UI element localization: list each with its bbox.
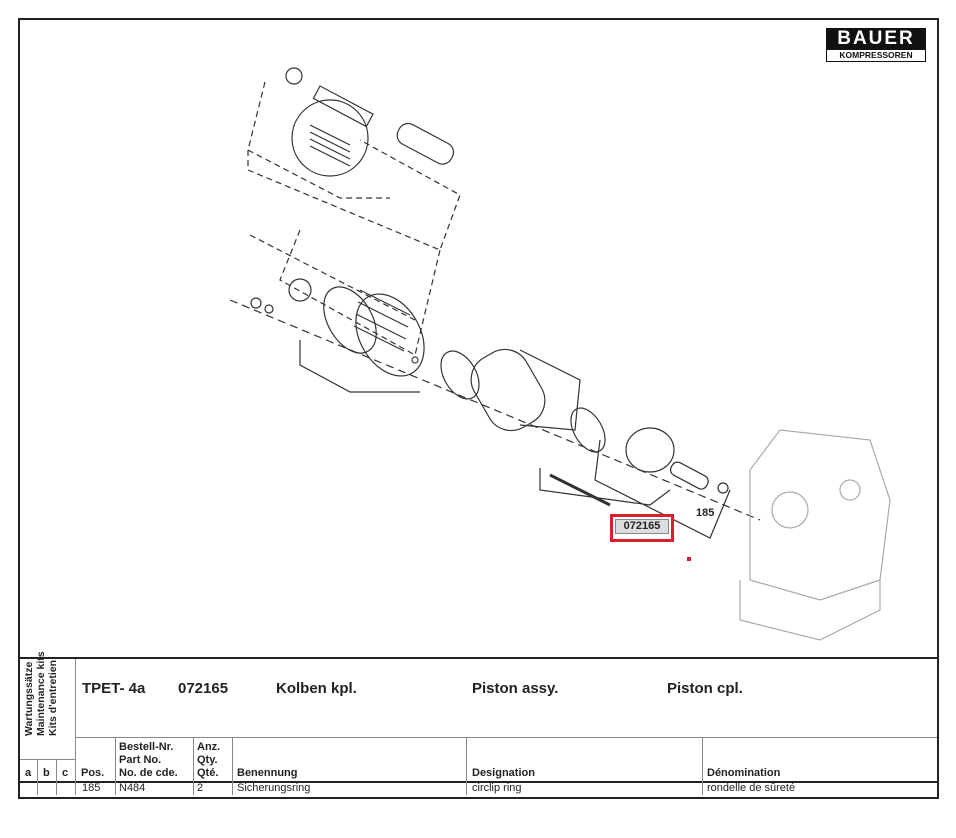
divider (466, 737, 467, 795)
marker-dot (687, 557, 691, 561)
col-part-fr: No. de cde. (119, 767, 178, 779)
row-denomination: rondelle de sûreté (707, 782, 796, 794)
row-pos: 185 (82, 782, 101, 794)
col-part-en: Part No. (119, 754, 162, 766)
callout-part-number[interactable]: 072165 (615, 519, 669, 534)
assembly-name-en: Piston assy. (472, 680, 559, 697)
logo-brand: BAUER (826, 28, 926, 50)
col-benennung: Benennung (237, 767, 298, 779)
col-pos: Pos. (81, 767, 105, 779)
part-callout-highlight[interactable]: 072165 (610, 514, 674, 542)
divider (56, 759, 57, 795)
col-designation: Designation (472, 767, 535, 779)
kits-de: Wartungssätze (23, 661, 35, 736)
kit-col-a: a (25, 767, 32, 779)
kits-fr: Kits d'entretien (47, 659, 59, 736)
valve-assembly (247, 67, 461, 356)
model: TPET- 4a (82, 680, 146, 697)
cylinder-assembly (229, 278, 761, 539)
divider (702, 737, 703, 795)
parts-sheet: BAUER KOMPRESSOREN 185 072165 (18, 18, 939, 799)
bauer-logo: BAUER KOMPRESSOREN (826, 28, 926, 62)
col-qty-de: Anz. (197, 741, 221, 753)
divider (193, 737, 194, 795)
kit-col-c: c (62, 767, 69, 779)
col-qty-en: Qty. (197, 754, 218, 766)
divider (232, 737, 233, 795)
divider (115, 737, 116, 795)
divider (75, 659, 76, 795)
exploded-view-svg (229, 67, 891, 641)
col-part-de: Bestell-Nr. (119, 741, 174, 753)
row-benennung: Sicherungsring (237, 782, 311, 794)
divider (20, 759, 75, 760)
col-qty-fr: Qté. (197, 767, 219, 779)
crankcase (739, 429, 891, 641)
col-denomination: Dénomination (707, 767, 781, 779)
divider (76, 737, 937, 738)
assembly-name-fr: Piston cpl. (667, 680, 743, 697)
row-part-number: N484 (119, 782, 146, 794)
position-label[interactable]: 185 (696, 507, 715, 519)
divider (20, 781, 937, 783)
kit-col-b: b (43, 767, 50, 779)
assembly-part-number: 072165 (178, 680, 229, 697)
assembly-name-de: Kolben kpl. (276, 680, 357, 697)
exploded-view-drawing: BAUER KOMPRESSOREN 185 072165 (20, 20, 937, 659)
logo-sub: KOMPRESSOREN (826, 50, 926, 62)
row-qty: 2 (197, 782, 204, 794)
maintenance-kits-label: Wartungssätze Maintenance kits Kits d'en… (20, 651, 74, 738)
row-designation: circlip ring (472, 782, 522, 794)
kits-en: Maintenance kits (35, 651, 47, 736)
divider (37, 759, 38, 795)
